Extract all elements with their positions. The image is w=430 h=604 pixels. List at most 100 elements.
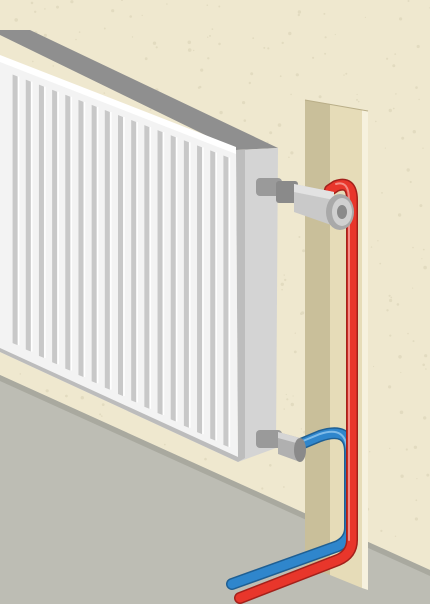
wall-speckle	[283, 486, 285, 488]
wall-speckle	[283, 408, 285, 410]
wall-speckle	[144, 57, 148, 61]
wall-speckle	[422, 147, 424, 149]
wall-speckle	[407, 0, 410, 2]
wall-speckle	[187, 40, 192, 45]
wall-speckle	[412, 340, 415, 343]
wall-speckle	[324, 52, 327, 55]
wall-speckle	[297, 13, 300, 17]
wall-speckle	[370, 246, 373, 248]
wall-speckle	[269, 464, 272, 467]
radiator-side	[236, 148, 278, 462]
wall-speckle	[297, 10, 302, 14]
wall-speckle	[261, 487, 264, 490]
wall-speckle	[394, 53, 397, 55]
wall-speckle	[388, 294, 391, 297]
radiator	[0, 30, 278, 462]
wall-speckle	[412, 130, 416, 134]
radiator-fin	[144, 125, 150, 409]
return-valve	[256, 430, 306, 462]
wall-speckle	[209, 34, 211, 37]
radiator-fin	[65, 94, 71, 371]
wall-speckle	[323, 12, 326, 15]
wall-speckle	[284, 278, 287, 282]
wall-speckle	[356, 98, 358, 101]
wall-speckle	[111, 9, 115, 13]
wall-speckle	[281, 41, 284, 45]
wall-speckle	[302, 249, 306, 253]
wall-speckle	[78, 31, 81, 33]
wall-speckle	[381, 192, 383, 194]
wall-speckle	[211, 28, 214, 30]
wall-speckle	[397, 213, 402, 217]
wall-speckle	[19, 373, 22, 375]
wall-speckle	[288, 156, 290, 159]
wall-speckle	[163, 443, 166, 446]
wall-speckle	[412, 287, 414, 289]
wall-speckle	[290, 402, 294, 407]
wall-speckle	[343, 74, 345, 76]
wall-speckle	[295, 73, 299, 77]
wall-speckle	[419, 204, 423, 208]
wall-speckle	[300, 312, 303, 315]
wall-speckle	[414, 517, 418, 521]
wall-speckle	[415, 499, 418, 502]
wall-speckle	[389, 447, 391, 450]
wall-speckle	[280, 282, 284, 286]
wall-speckle	[207, 57, 210, 60]
radiator-fins	[12, 74, 231, 447]
wall-speckle	[412, 246, 414, 249]
wall-speckle	[152, 41, 157, 45]
wall-speckle	[418, 98, 420, 101]
wall-speckle	[243, 119, 247, 122]
wall-speckle	[401, 136, 405, 140]
wall-speckle	[388, 108, 392, 113]
wall-speckle	[242, 101, 246, 105]
wall-speckle	[267, 47, 270, 50]
wall-speckle	[421, 258, 423, 260]
wall-speckle	[56, 5, 59, 9]
wall-speckle	[398, 355, 402, 359]
wall-speckle	[318, 95, 322, 99]
wall-speckle	[312, 56, 315, 59]
wall-speckle	[396, 303, 400, 306]
radiator-fin	[38, 84, 44, 358]
wall-speckle	[380, 529, 383, 533]
radiator-fin	[197, 145, 203, 435]
wall-speckle	[334, 33, 336, 36]
wall-speckle	[392, 107, 395, 110]
wall-speckle	[101, 403, 105, 406]
wall-speckle	[32, 60, 34, 63]
wall-speckle	[416, 44, 420, 49]
wall-speckle	[426, 473, 430, 477]
wall-speckle	[407, 332, 409, 335]
wall-speckle	[166, 3, 168, 5]
wall-speckle	[99, 413, 102, 416]
wall-speckle	[422, 363, 426, 367]
wall-speckle	[281, 288, 283, 291]
radiator-fin	[118, 115, 123, 396]
wall-speckle	[65, 394, 68, 398]
wall-speckle	[248, 81, 251, 85]
wall-chase	[304, 99, 369, 590]
wall-speckle	[416, 478, 418, 480]
wall-speckle	[286, 398, 289, 401]
wall-speckle	[141, 14, 143, 17]
wall-speckle	[14, 18, 18, 22]
wall-speckle	[422, 248, 425, 251]
wall-speckle	[400, 371, 402, 374]
wall-speckle	[30, 1, 34, 5]
wall-speckle	[379, 262, 382, 265]
wall-speckle	[219, 110, 223, 115]
wall-speckle	[44, 8, 46, 10]
wall-speckle	[120, 0, 124, 2]
wall-speckle	[409, 180, 412, 184]
wall-speckle	[394, 535, 397, 537]
wall-speckle	[277, 123, 282, 127]
wall-speckle	[389, 334, 392, 337]
wall-speckle	[388, 385, 392, 389]
wall-speckle	[204, 457, 207, 461]
wall-speckle	[252, 37, 255, 40]
wall-speckle	[406, 168, 410, 172]
wall-speckle	[413, 445, 418, 449]
